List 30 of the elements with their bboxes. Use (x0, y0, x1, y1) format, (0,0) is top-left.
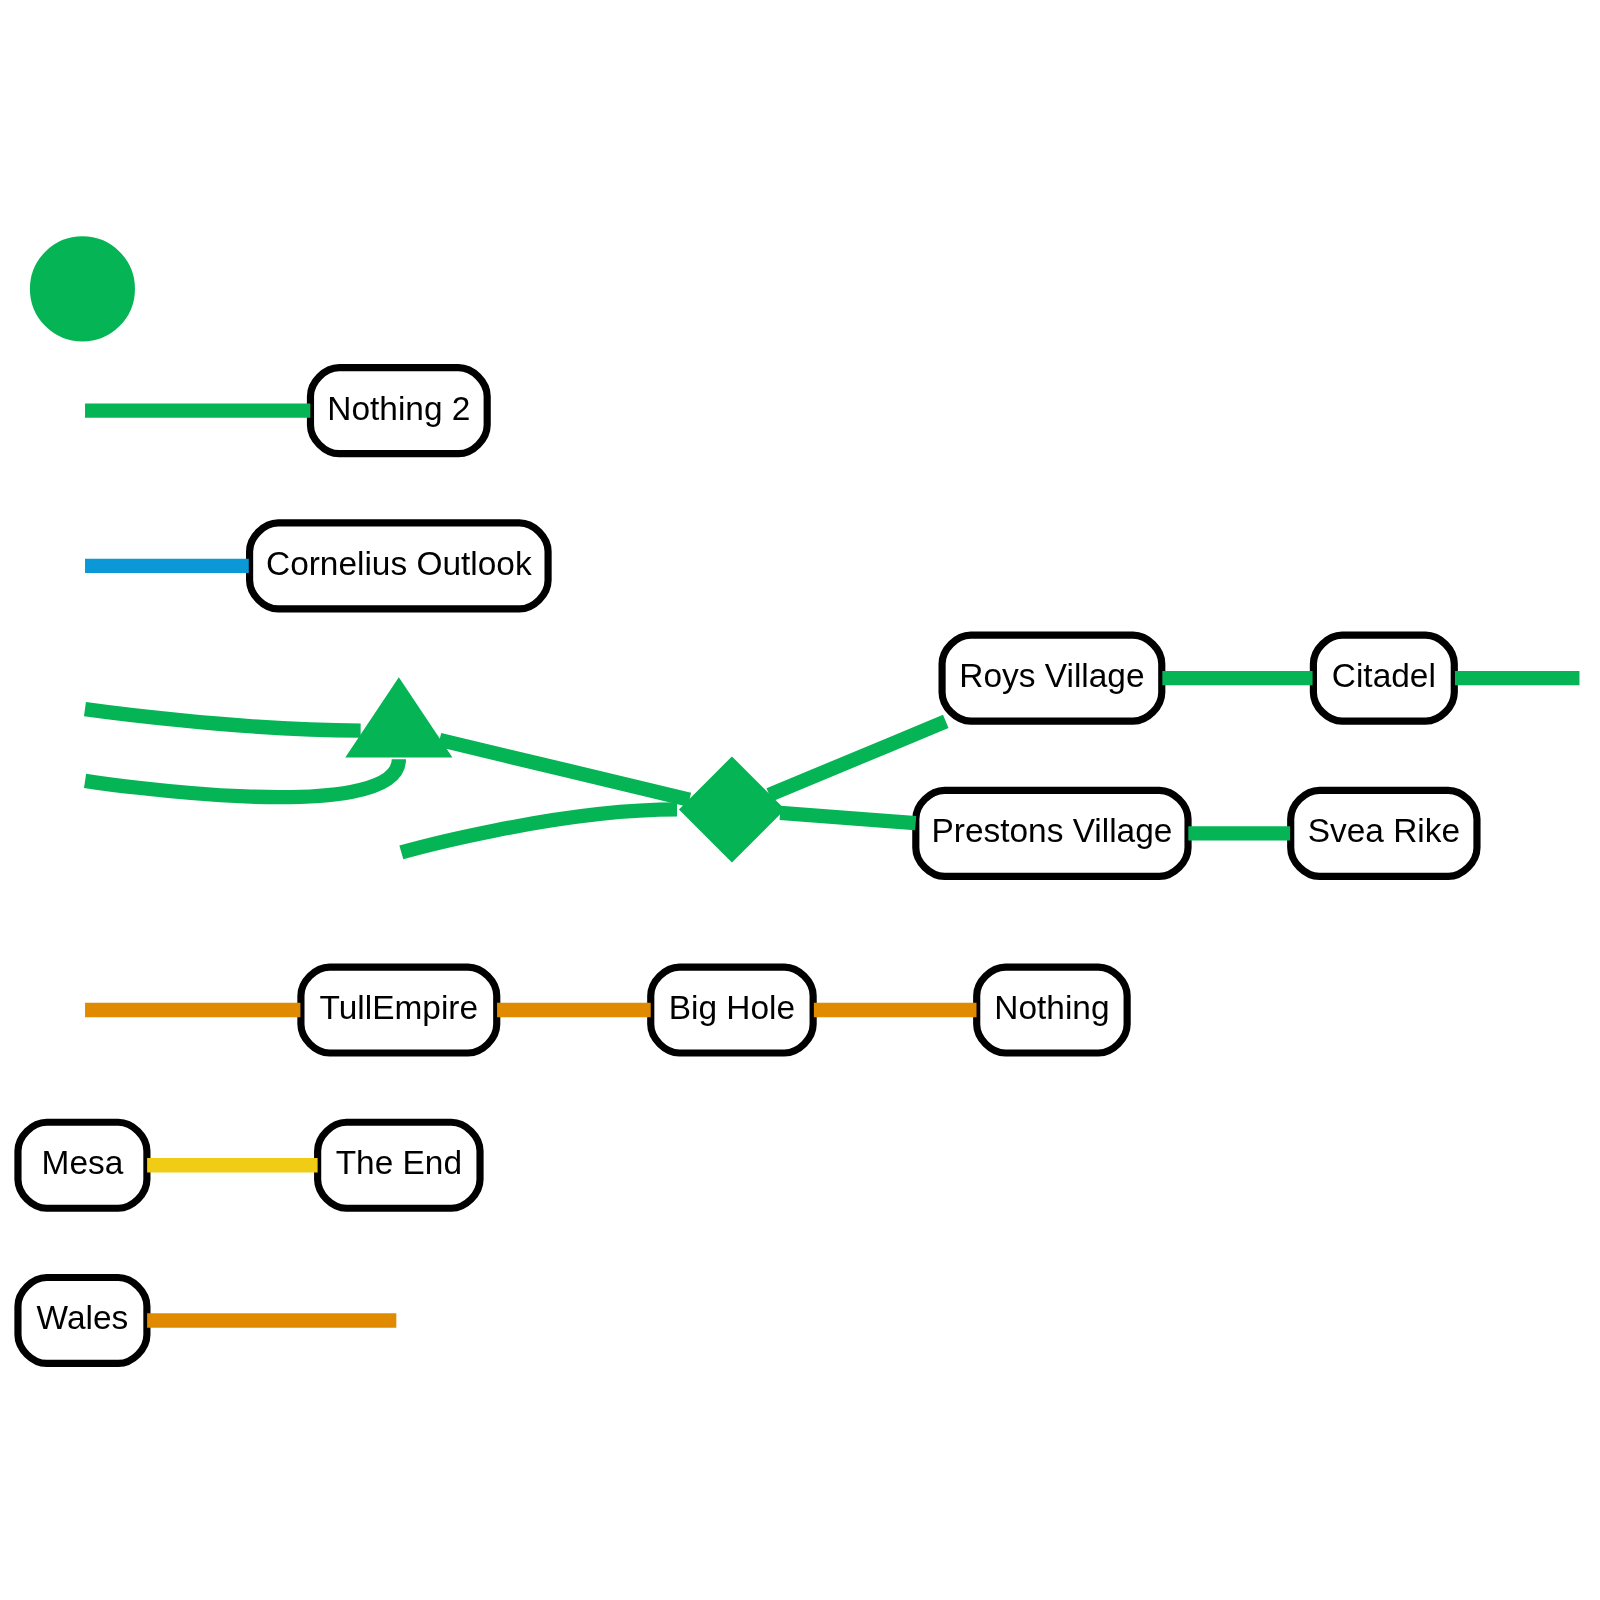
connector (83, 701, 361, 738)
node-box: The End (314, 1118, 484, 1212)
connector (497, 1002, 651, 1017)
connector (85, 558, 249, 573)
connector (147, 1157, 318, 1172)
connector (1188, 825, 1291, 840)
node-box: TullEmpire (297, 962, 501, 1057)
node-box: Wales (14, 1273, 151, 1367)
connector (85, 1002, 301, 1017)
connector (147, 1312, 397, 1328)
node-box: Svea Rike (1287, 786, 1481, 880)
node-box: Cornelius Outlook (246, 518, 552, 612)
node-box: Prestons Village (912, 786, 1192, 880)
node-box: Big Hole (647, 962, 817, 1057)
connector (766, 714, 949, 801)
connector (1162, 670, 1313, 685)
node-box: Citadel (1309, 631, 1458, 725)
node-box: Mesa (14, 1118, 151, 1212)
connector (813, 1002, 977, 1017)
connector (84, 756, 406, 804)
connector (399, 801, 678, 859)
node-box: Roys Village (938, 631, 1166, 725)
connector (85, 403, 311, 418)
node-circle (29, 235, 135, 341)
node-triangle (345, 676, 453, 757)
connector (1455, 670, 1580, 685)
connector (779, 805, 917, 830)
node-box: Nothing (973, 962, 1131, 1057)
connector (437, 732, 692, 807)
node-box: Nothing 2 (306, 363, 491, 457)
